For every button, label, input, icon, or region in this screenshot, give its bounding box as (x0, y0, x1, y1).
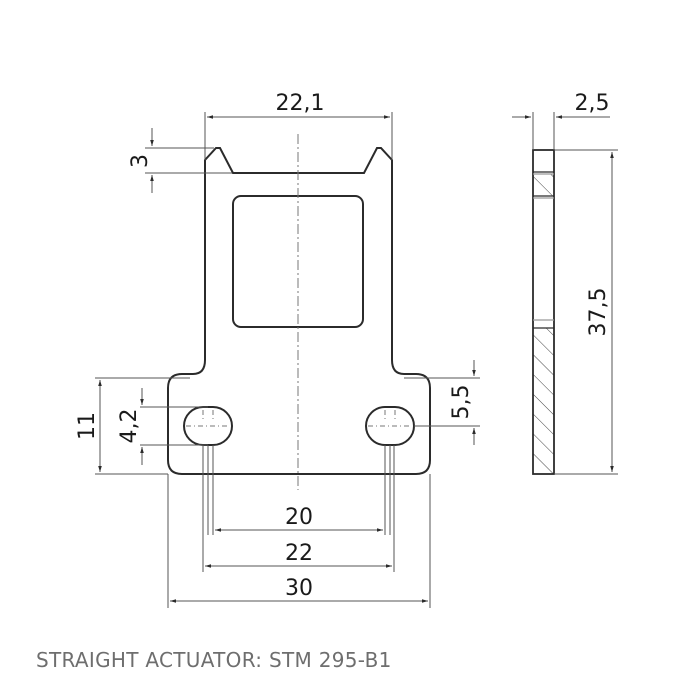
dim-hole-offset: 5,5 (449, 385, 474, 420)
front-view (167, 134, 431, 490)
dim-base-height: 11 (75, 412, 100, 440)
dim-hole-spacing-outer: 22 (285, 541, 313, 566)
side-view (532, 149, 555, 475)
dim-tooth-height: 3 (128, 154, 153, 168)
dim-top-width: 22,1 (276, 91, 325, 116)
hole-center-lines (186, 410, 412, 427)
dim-total-width: 30 (285, 576, 313, 601)
dim-hole-diameter: 4,2 (117, 409, 142, 444)
actuator-outline (167, 147, 431, 475)
dim-total-height: 37,5 (586, 288, 611, 337)
front-dimensions (95, 112, 480, 608)
dim-thickness: 2,5 (575, 91, 610, 116)
dim-hole-spacing-inner: 20 (285, 505, 313, 530)
side-dimensions (512, 112, 618, 475)
side-profile (532, 149, 555, 475)
drawing-title: STRAIGHT ACTUATOR: STM 295-B1 (36, 648, 392, 672)
